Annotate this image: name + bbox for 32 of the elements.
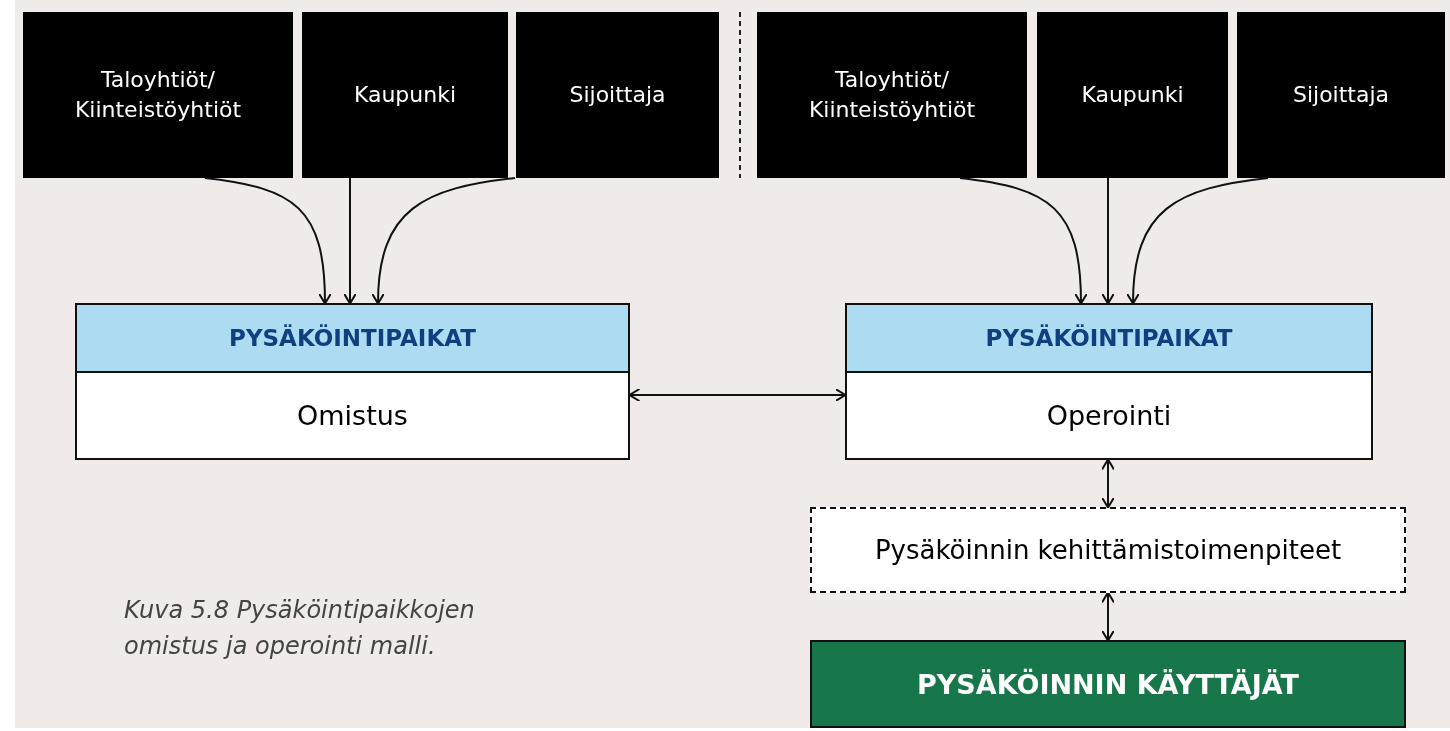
arrow	[628, 388, 847, 402]
arrow	[371, 177, 516, 305]
box-text: PYSÄKÖINNIN KÄYTTÄJÄT	[917, 668, 1299, 700]
arrow	[204, 177, 332, 305]
box-text: Taloyhtiöt/ Kiinteistöyhtiöt	[807, 66, 977, 124]
stakeholder-box	[516, 12, 719, 178]
arrow	[1126, 177, 1269, 305]
box-text: Sijoittaja	[569, 81, 666, 110]
stakeholder-box	[757, 12, 1027, 178]
parking-spaces-box	[75, 303, 630, 460]
figure-caption: Kuva 5.8 Pysäköintipaikkojen omistus ja operointi malli.	[124, 595, 476, 662]
box-text: Taloyhtiöt/ Kiinteistöyhtiöt	[73, 66, 243, 124]
box-text: Operointi	[1046, 400, 1172, 431]
box-text: Pysäköinnin kehittämistoimenpiteet	[874, 535, 1342, 565]
section-header: PYSÄKÖINTIPAIKAT	[77, 305, 628, 373]
user-box	[810, 640, 1406, 728]
parking-spaces-box	[845, 303, 1373, 460]
stakeholder-box	[23, 12, 293, 178]
arrow	[1101, 458, 1115, 509]
arrow	[343, 177, 357, 305]
box-text: Omistus	[297, 400, 408, 431]
stakeholder-box	[302, 12, 508, 178]
arrow	[959, 177, 1088, 305]
box-text: Sijoittaja	[1292, 81, 1390, 110]
stakeholder-box	[1037, 12, 1228, 178]
section-header: PYSÄKÖINTIPAIKAT	[847, 305, 1371, 373]
arrow	[1101, 177, 1115, 305]
dashed-process-box	[810, 507, 1406, 593]
box-text: Kaupunki	[1081, 81, 1184, 110]
stakeholder-box	[1237, 12, 1445, 178]
arrow	[1101, 591, 1115, 642]
box-text: Kaupunki	[353, 81, 457, 110]
